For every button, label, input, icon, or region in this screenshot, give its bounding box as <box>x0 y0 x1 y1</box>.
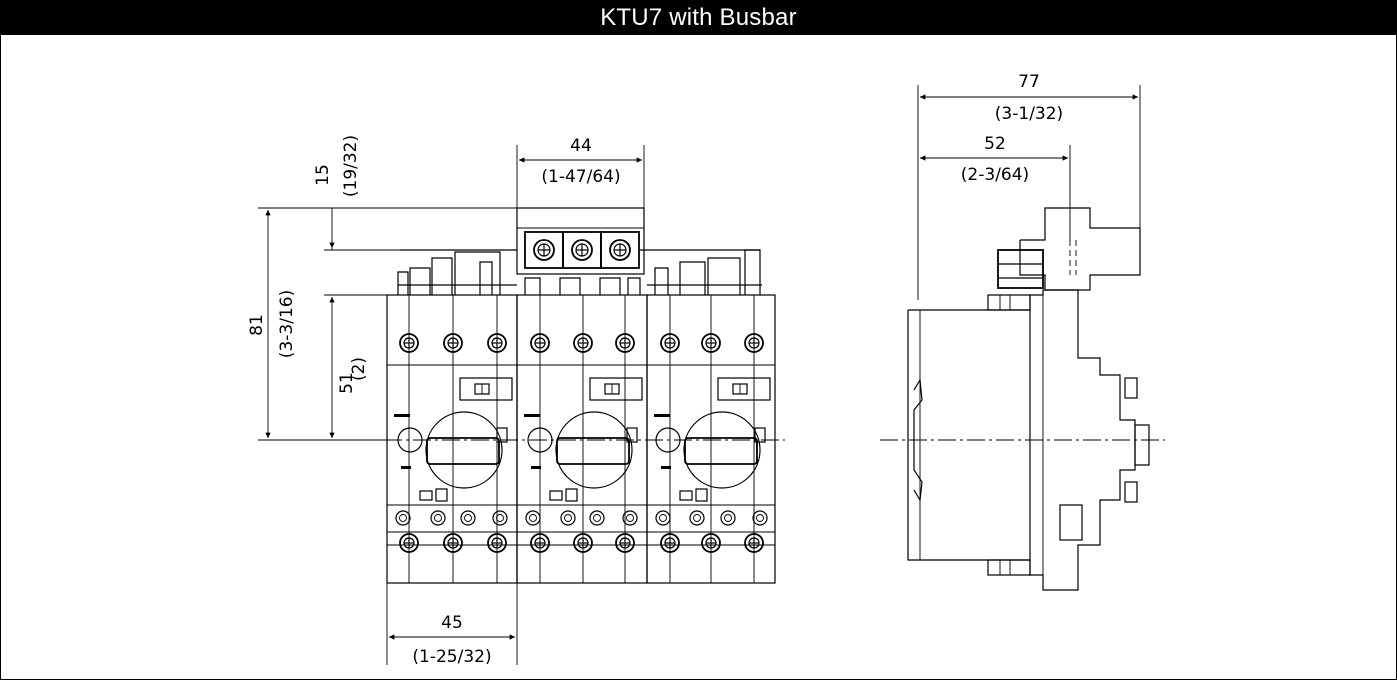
dim-81-mm: 81 <box>247 314 267 336</box>
dim-15-mm: 15 <box>313 164 333 186</box>
auxiliary-screws <box>395 510 768 526</box>
dim-52-in: (2-3/64) <box>961 165 1029 185</box>
drawing-title: KTU7 with Busbar <box>600 4 797 31</box>
status-windows <box>459 377 771 401</box>
title-bar: KTU7 with Busbar <box>1 1 1396 35</box>
front-dimensions: 44 (1-47/64) 45 (1-25/32) 15 (19/32) 81 … <box>247 135 645 667</box>
dim-51-mm: 51 <box>337 372 357 394</box>
busbar-legs <box>397 249 762 295</box>
dim-77-mm: 77 <box>1018 72 1040 92</box>
dim-51-in: (2) <box>349 357 369 381</box>
dim-45-in: (1-25/32) <box>412 647 491 667</box>
bottom-terminal-screws <box>399 533 764 553</box>
dim-44-in: (1-47/64) <box>541 167 620 187</box>
side-view <box>880 207 1165 591</box>
dim-81-in: (3-3/16) <box>277 290 297 358</box>
rotary-knobs <box>397 411 766 489</box>
side-dimensions: 77 (3-1/32) 52 (2-3/64) <box>917 72 1141 300</box>
dim-15-in: (19/32) <box>341 135 361 197</box>
dim-52-mm: 52 <box>984 134 1006 154</box>
top-terminal-screws <box>399 333 764 353</box>
busbar-feed-terminal <box>516 207 645 275</box>
dim-45-mm: 45 <box>441 613 463 633</box>
dim-77-in: (3-1/32) <box>995 104 1063 124</box>
dim-44-mm: 44 <box>570 136 592 156</box>
front-view <box>384 207 785 584</box>
